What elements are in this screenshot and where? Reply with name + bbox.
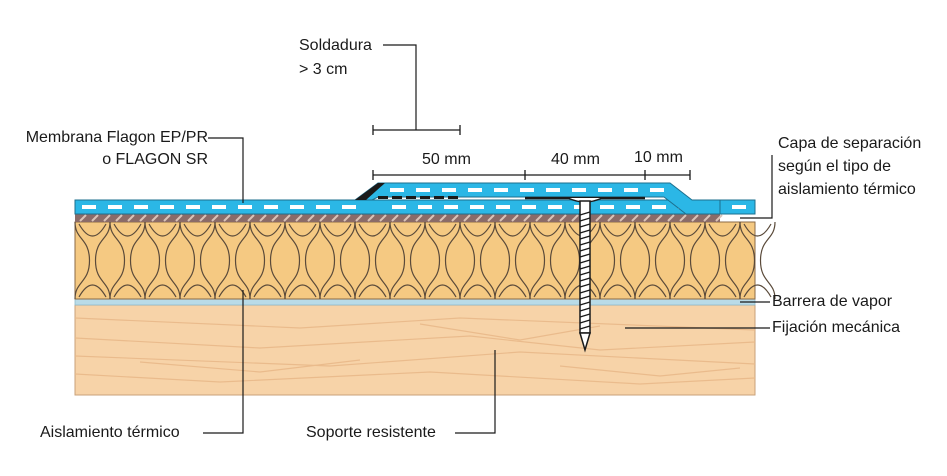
label-capa-separacion-2: según el tipo de xyxy=(778,158,891,175)
label-soldadura: Soldadura xyxy=(299,37,372,54)
vapor-barrier xyxy=(74,298,756,306)
membrane-upper xyxy=(353,182,721,215)
label-membrana: Membrana Flagon EP/PR xyxy=(25,129,208,146)
label-soporte-resistente: Soporte resistente xyxy=(306,424,436,441)
label-aislamiento-termico: Aislamiento térmico xyxy=(40,424,180,441)
leader-lines xyxy=(203,44,773,434)
dimension-10mm: 10 mm xyxy=(634,149,683,166)
membrane-lower xyxy=(74,199,756,215)
label-barrera-vapor: Barrera de vapor xyxy=(772,293,893,310)
support-layer xyxy=(74,304,756,396)
label-capa-separacion-3: aislamiento térmico xyxy=(778,181,916,198)
dimension-50mm: 50 mm xyxy=(422,151,471,168)
mechanical-fixing xyxy=(525,196,645,353)
label-membrana-alt: o FLAGON SR xyxy=(102,151,208,168)
label-soldadura-size: > 3 cm xyxy=(299,61,348,78)
separation-layer xyxy=(75,214,723,222)
dimension-40mm: 40 mm xyxy=(551,151,600,168)
dimension-lines xyxy=(372,125,691,180)
label-fijacion-mecanica: Fijación mecánica xyxy=(772,319,901,336)
label-capa-separacion: Capa de separación xyxy=(778,135,922,152)
insulation-layer xyxy=(74,221,776,300)
